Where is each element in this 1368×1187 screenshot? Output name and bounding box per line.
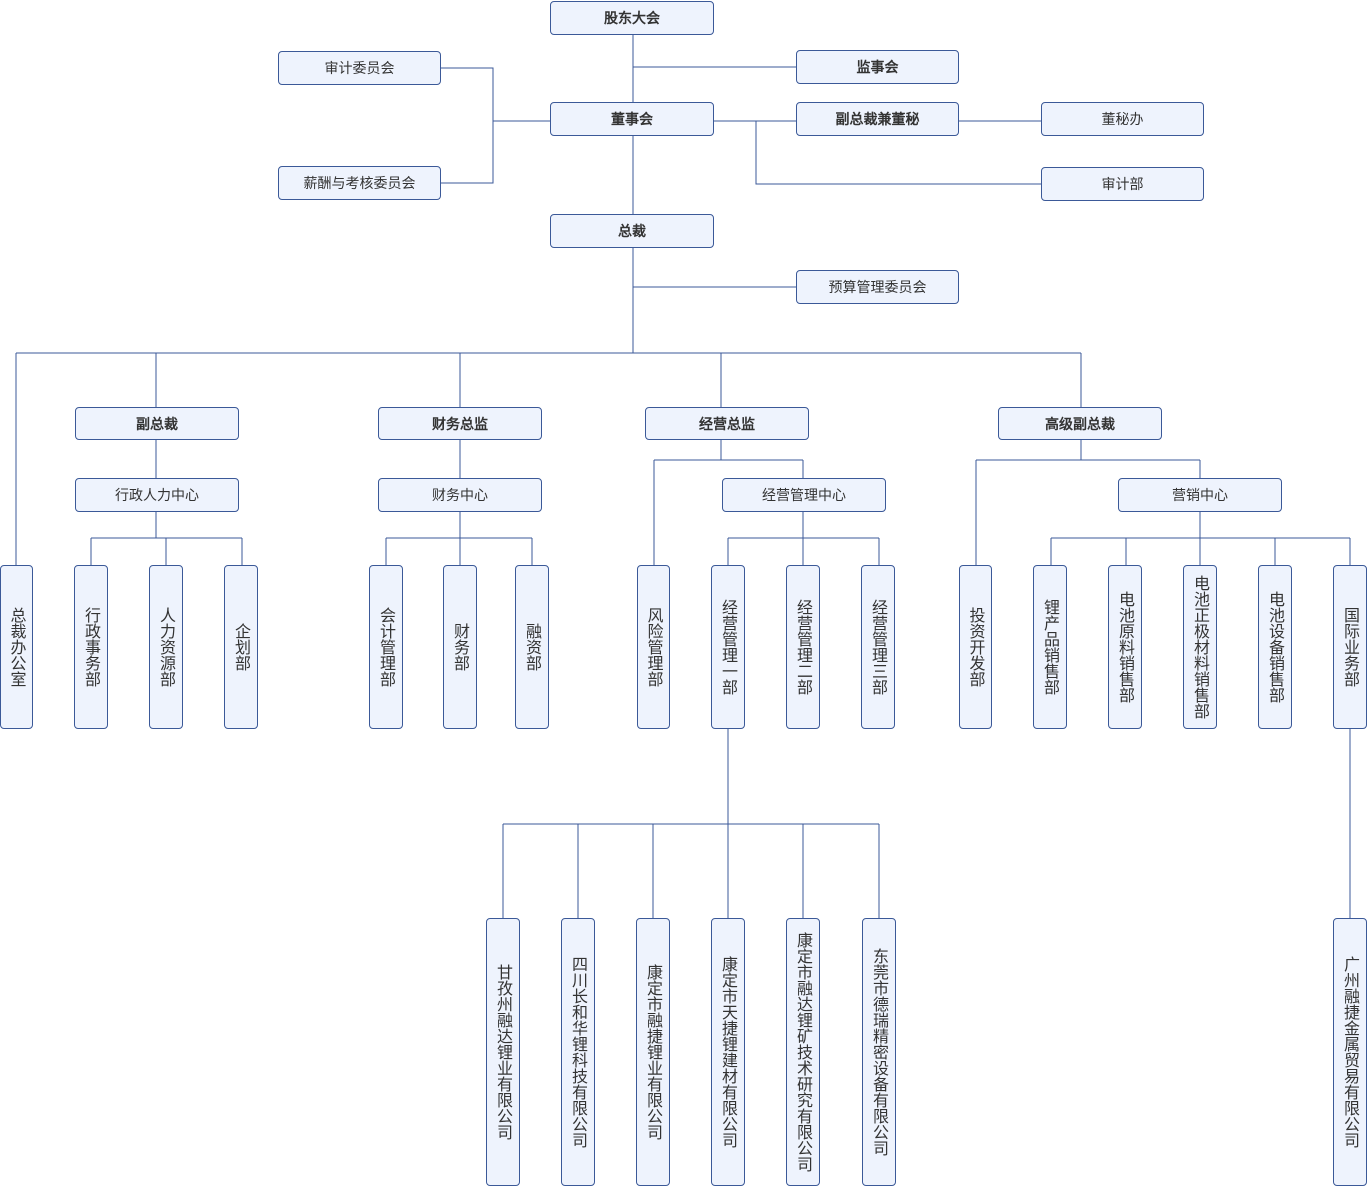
president-office-label: 总裁办公室	[7, 607, 27, 687]
planning-box: 企划部	[224, 565, 258, 729]
audit-department-box: 审计部	[1041, 167, 1204, 201]
risk-management-box: 风险管理部	[637, 565, 670, 729]
finance-dept-box: 财务部	[443, 565, 477, 729]
sichuan-box: 四川长和华锂科技有限公司	[561, 918, 595, 1186]
shareholders-label: 股东大会	[604, 11, 660, 27]
operations-center-label: 经营管理中心	[762, 488, 846, 504]
guangzhou-label: 广州融捷金属贸易有限公司	[1341, 956, 1360, 1148]
battery-equipment-sales-label: 电池设备销售部	[1266, 591, 1285, 703]
investment-box: 投资开发部	[959, 565, 992, 729]
operations-director-label: 经营总监	[699, 416, 755, 433]
dongguan-label: 东莞市德瑞精密设备有限公司	[870, 948, 889, 1156]
supervisory-board-label: 监事会	[856, 60, 899, 76]
finance-center-box: 财务中心	[378, 478, 542, 512]
guangzhou-box: 广州融捷金属贸易有限公司	[1333, 918, 1367, 1186]
admin-hr-center-label: 行政人力中心	[115, 488, 199, 504]
compensation-committee-box: 薪酬与考核委员会	[278, 166, 441, 200]
board-label: 董事会	[611, 112, 653, 128]
president-box: 总裁	[550, 214, 714, 248]
ganzi-label: 甘孜州融达锂业有限公司	[494, 964, 513, 1140]
cathode-sales-label: 电池正极材料销售部	[1191, 575, 1210, 719]
admin-affairs-label: 行政事务部	[82, 607, 101, 687]
finance-director-box: 财务总监	[378, 407, 542, 440]
kangding-rongjie-label: 康定市融捷锂业有限公司	[644, 964, 663, 1140]
kangding-rongda-box: 康定市融达锂矿技术研究有限公司	[786, 918, 820, 1186]
supervisory-board-box: 监事会	[796, 50, 959, 84]
financing-label: 融资部	[523, 623, 542, 671]
ops-two-label: 经营管理二部	[794, 599, 813, 695]
investment-label: 投资开发部	[966, 607, 986, 687]
president-office-box: 总裁办公室	[0, 565, 33, 729]
operations-center-box: 经营管理中心	[722, 478, 886, 512]
battery-material-sales-box: 电池原料销售部	[1108, 565, 1142, 729]
human-resources-box: 人力资源部	[149, 565, 183, 729]
lithium-sales-box: 锂产品销售部	[1033, 565, 1067, 729]
senior-vp-box: 高级副总裁	[998, 407, 1162, 440]
ops-one-box: 经营管理一部	[711, 565, 745, 729]
battery-equipment-sales-box: 电池设备销售部	[1258, 565, 1292, 729]
risk-management-label: 风险管理部	[644, 607, 664, 687]
compensation-committee-label: 薪酬与考核委员会	[303, 176, 416, 192]
kangding-rongjie-box: 康定市融捷锂业有限公司	[636, 918, 670, 1186]
ops-three-box: 经营管理三部	[861, 565, 895, 729]
international-box: 国际业务部	[1333, 565, 1367, 729]
admin-hr-center-box: 行政人力中心	[75, 478, 239, 512]
ops-two-box: 经营管理二部	[786, 565, 820, 729]
vp-secretary-box: 副总裁兼董秘	[796, 102, 959, 136]
audit-department-label: 审计部	[1101, 177, 1144, 193]
ops-three-label: 经营管理三部	[869, 599, 888, 695]
ganzi-box: 甘孜州融达锂业有限公司	[486, 918, 520, 1186]
finance-director-label: 财务总监	[432, 416, 488, 433]
budget-committee-label: 预算管理委员会	[828, 280, 927, 296]
planning-label: 企划部	[232, 623, 251, 671]
international-label: 国际业务部	[1341, 607, 1360, 687]
sichuan-label: 四川长和华锂科技有限公司	[569, 956, 588, 1148]
kangding-tianjie-box: 康定市天捷锂建材有限公司	[711, 918, 745, 1186]
battery-material-sales-label: 电池原料销售部	[1116, 591, 1135, 703]
vice-president-box: 副总裁	[75, 407, 239, 440]
senior-vp-label: 高级副总裁	[1045, 416, 1115, 433]
audit-committee-box: 审计委员会	[278, 51, 441, 85]
finance-center-label: 财务中心	[432, 488, 488, 504]
admin-affairs-box: 行政事务部	[74, 565, 108, 729]
president-label: 总裁	[618, 224, 646, 240]
accounting-label: 会计管理部	[377, 607, 396, 687]
lithium-sales-label: 锂产品销售部	[1041, 599, 1060, 695]
vice-president-label: 副总裁	[136, 416, 178, 433]
marketing-center-label: 营销中心	[1172, 488, 1228, 504]
kangding-tianjie-label: 康定市天捷锂建材有限公司	[719, 956, 738, 1148]
accounting-box: 会计管理部	[369, 565, 403, 729]
board-secretary-office-label: 董秘办	[1101, 112, 1144, 128]
vp-secretary-label: 副总裁兼董秘	[835, 112, 920, 128]
board-secretary-office-box: 董秘办	[1041, 102, 1204, 136]
ops-one-label: 经营管理一部	[719, 599, 738, 695]
dongguan-box: 东莞市德瑞精密设备有限公司	[862, 918, 896, 1186]
board-box: 董事会	[550, 102, 714, 136]
human-resources-label: 人力资源部	[157, 607, 176, 687]
audit-committee-label: 审计委员会	[324, 61, 395, 77]
marketing-center-box: 营销中心	[1118, 478, 1282, 512]
operations-director-box: 经营总监	[645, 407, 809, 440]
kangding-rongda-label: 康定市融达锂矿技术研究有限公司	[794, 932, 813, 1172]
finance-dept-label: 财务部	[451, 623, 470, 671]
cathode-sales-box: 电池正极材料销售部	[1183, 565, 1217, 729]
financing-box: 融资部	[515, 565, 549, 729]
budget-committee-box: 预算管理委员会	[796, 270, 959, 304]
shareholders-box: 股东大会	[550, 1, 714, 35]
